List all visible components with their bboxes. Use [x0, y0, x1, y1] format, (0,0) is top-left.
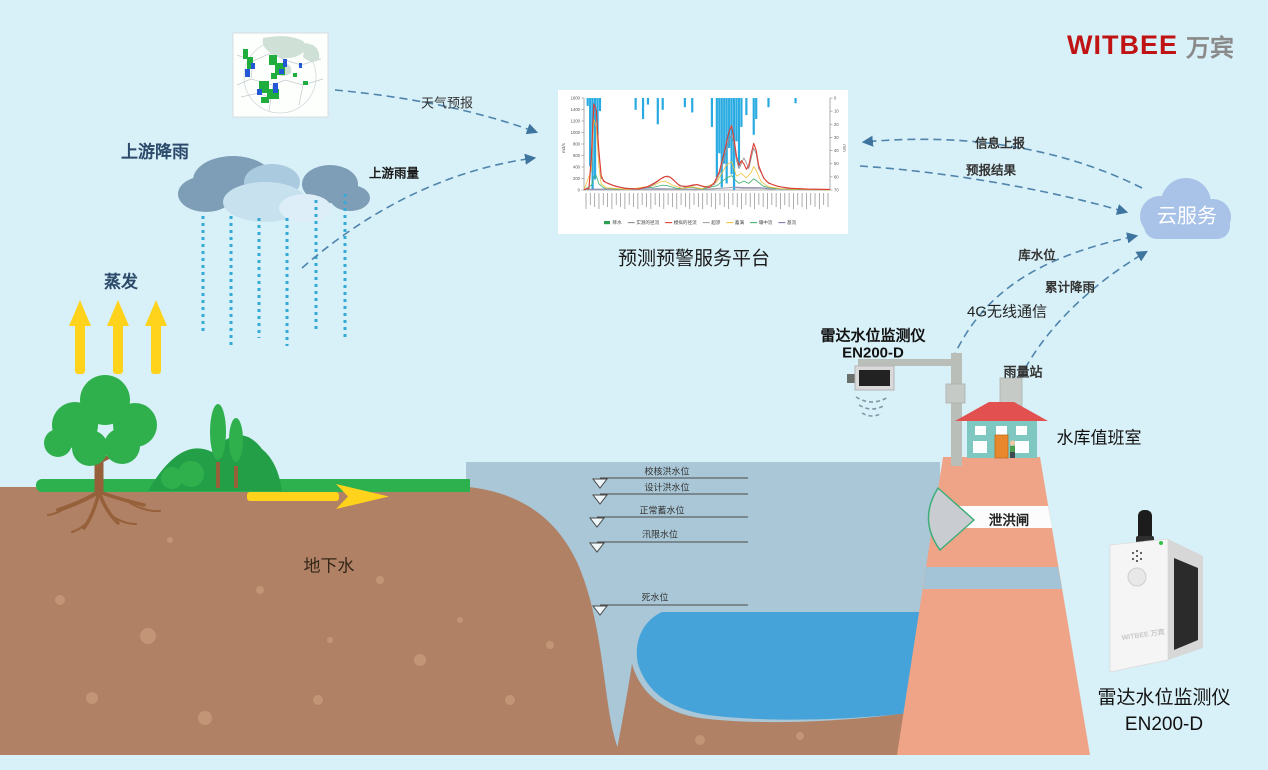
svg-text:模拟的径流: 模拟的径流: [674, 219, 697, 226]
duty-house: [955, 377, 1048, 459]
logo-wanbin: 万宾: [1186, 35, 1234, 62]
water-level-markers: [588, 477, 748, 616]
svg-text:10: 10: [834, 109, 839, 114]
svg-text:20: 20: [834, 122, 839, 127]
groundwater-arrow: [247, 484, 389, 509]
label-info-report: 信息上报: [974, 136, 1026, 151]
svg-text:50: 50: [834, 161, 839, 166]
arrow-forecast-result: [859, 165, 1129, 215]
speaker-holes: [1131, 549, 1143, 563]
logo-witbee: WITBEE: [1067, 30, 1178, 60]
arrow-gauge-to-cloud: [1013, 250, 1148, 393]
rain-streaks: [201, 194, 347, 346]
dam: [897, 457, 1090, 755]
forecast-chart: 0 200 400 600 800 1000 1200 1400 1600 0 10 20 30 40 50…: [558, 90, 848, 234]
svg-text:实测的径流: 实测的径流: [636, 219, 659, 226]
svg-text:1400: 1400: [571, 107, 581, 112]
svg-text:200: 200: [573, 176, 581, 181]
label-device-caption-1: 雷达水位监测仪: [1097, 687, 1231, 709]
label-groundwater: 地下水: [303, 556, 355, 576]
weather-map: [232, 32, 329, 118]
arrow-info-report: [861, 135, 1143, 189]
label-forecast-result: 预报结果: [965, 163, 1017, 178]
label-wireless: 4G无线通信: [966, 303, 1048, 321]
svg-text:600: 600: [573, 153, 581, 158]
label-radar-monitor-1: 雷达水位监测仪: [820, 327, 926, 345]
label-radar-monitor-2: EN200-D: [842, 344, 904, 362]
label-device-caption-2: EN200-D: [1124, 714, 1204, 735]
person: [1009, 440, 1016, 458]
flood-gate-cone: [927, 487, 975, 551]
label-weather-forecast: 天气预报: [420, 95, 474, 111]
water-deep: [636, 612, 937, 720]
svg-text:mm: mm: [842, 144, 847, 152]
svg-text:30: 30: [834, 135, 839, 140]
svg-text:1200: 1200: [571, 119, 581, 124]
svg-text:1600: 1600: [571, 96, 581, 101]
svg-text:壤中流: 壤中流: [759, 219, 773, 226]
vegetation: [44, 375, 282, 533]
soil-stones: [55, 537, 804, 745]
house-door: [994, 434, 1009, 459]
label-upstream-rainfall: 上游降雨: [121, 142, 189, 162]
svg-text:40: 40: [834, 148, 839, 153]
label-dead-water-level: 死水位: [641, 592, 669, 603]
grass-end: [450, 479, 470, 492]
label-upstream-rain-amount: 上游雨量: [368, 166, 420, 181]
svg-text:基流: 基流: [787, 219, 797, 226]
svg-text:降水: 降水: [613, 219, 623, 226]
rain-cloud: [178, 156, 370, 222]
radar-waves: [855, 396, 889, 417]
flow-arrows: [301, 89, 1148, 393]
evaporation-arrows: [69, 300, 167, 374]
label-platform-caption: 预测预警服务平台: [617, 248, 771, 270]
label-duty-room: 水库值班室: [1056, 428, 1142, 448]
label-rain-station: 雨量站: [1003, 364, 1043, 380]
label-evaporation: 蒸发: [104, 272, 138, 292]
label-flood-gate: 泄洪闸: [988, 513, 1030, 528]
svg-text:400: 400: [573, 165, 581, 170]
brand-logo: WITBEE 万宾: [1067, 28, 1234, 63]
label-cloud-service: 云服务: [1157, 205, 1217, 228]
svg-text:1000: 1000: [571, 130, 581, 135]
svg-text:超渗: 超渗: [711, 219, 721, 226]
svg-text:60: 60: [834, 174, 839, 179]
svg-text:70: 70: [834, 188, 839, 193]
rain-gauge-box: [999, 377, 1023, 407]
svg-text:800: 800: [573, 142, 581, 147]
label-reservoir-level: 库水位: [1018, 248, 1056, 263]
svg-text:m3/s: m3/s: [561, 142, 566, 153]
label-design-flood-level: 设计洪水位: [644, 482, 690, 493]
radar-device: WITBEE 万宾: [1109, 510, 1203, 673]
house-roof: [955, 402, 1048, 421]
label-check-flood-level: 校核洪水位: [644, 466, 690, 477]
soil-bottom: [616, 664, 940, 755]
cloud-service-shape: [1140, 178, 1231, 239]
dam-water-band: [923, 567, 1062, 589]
svg-text:蓄满: 蓄满: [735, 219, 745, 226]
label-normal-storage-level: 正常蓄水位: [639, 505, 685, 516]
house-windows: [973, 426, 1029, 453]
label-cumulative-rain: 累计降雨: [1044, 280, 1096, 295]
svg-text:0: 0: [834, 96, 837, 101]
soil-left: [0, 487, 622, 755]
label-flood-limit-level: 汛限水位: [641, 529, 679, 540]
radar-monitor-pole: [847, 353, 966, 466]
svg-text:0: 0: [578, 188, 581, 193]
